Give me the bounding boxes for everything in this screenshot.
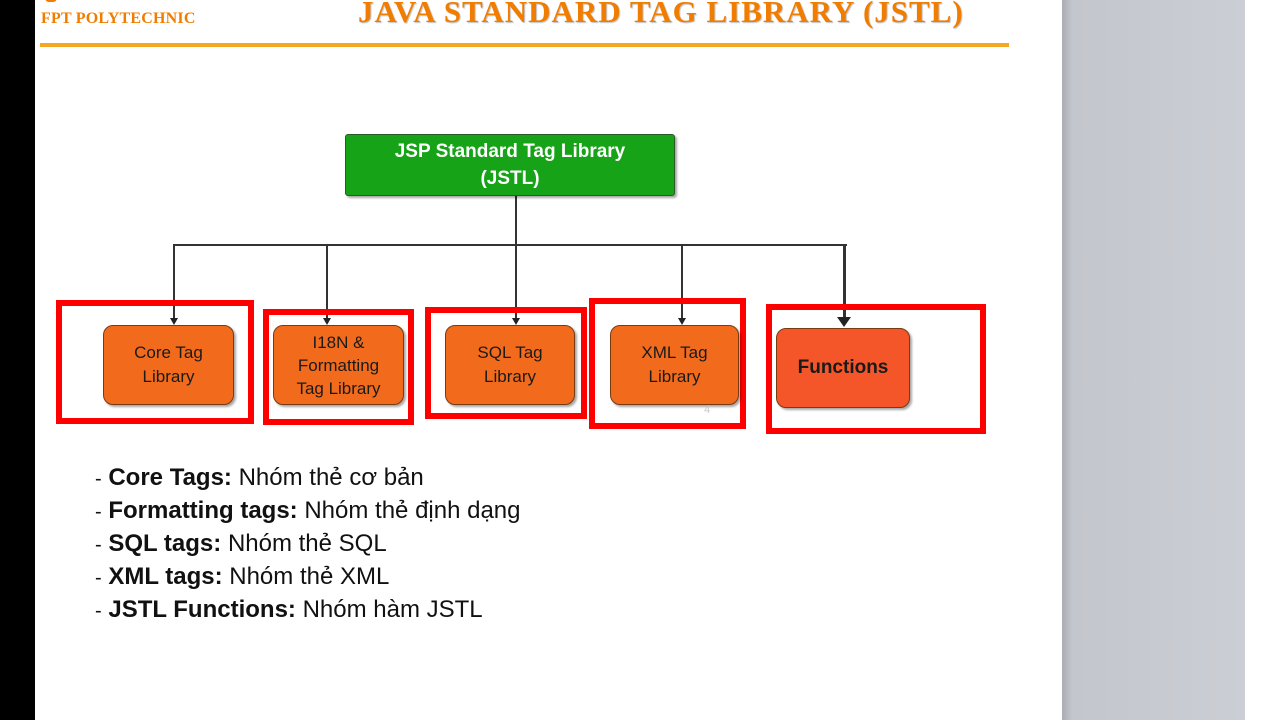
node-label: Core Tag xyxy=(134,343,203,362)
list-item: - Formatting tags: Nhóm thẻ định dạng xyxy=(95,495,521,528)
bullet-dash: - xyxy=(95,567,102,589)
node-label: I18N & xyxy=(312,332,365,352)
node-label: Library xyxy=(648,367,701,386)
branch-line-xml xyxy=(681,244,683,318)
bullet-description: Nhóm thẻ SQL xyxy=(227,530,387,557)
bullet-description: Nhóm thẻ XML xyxy=(229,563,390,590)
node-label: Library xyxy=(142,367,195,386)
core-tag-library-node: Core Tag Library xyxy=(103,325,234,405)
branch-line-sql xyxy=(515,244,517,318)
list-item: - JSTL Functions: Nhóm hàm JSTL xyxy=(95,594,521,627)
bullet-description: Nhóm thẻ cơ bản xyxy=(238,464,424,491)
i18n-formatting-library-node: I18N & Formatting Tag Library xyxy=(273,325,404,405)
viewer-side-panel xyxy=(1062,0,1245,720)
bullet-description: Nhóm thẻ định dạng xyxy=(304,497,521,524)
highlight-frame-functions xyxy=(766,304,986,434)
bullet-description: Nhóm hàm JSTL xyxy=(302,596,483,623)
node-label: Formatting xyxy=(297,355,380,375)
brand-name: FPT POLYTECHNIC xyxy=(41,10,196,27)
bullet-dash: - xyxy=(95,534,102,556)
header-divider xyxy=(40,43,1009,47)
functions-node: Functions xyxy=(776,328,910,408)
list-item: - XML tags: Nhóm thẻ XML xyxy=(95,561,521,594)
fpt-logo-icon xyxy=(45,0,57,2)
bullet-dash: - xyxy=(95,501,102,523)
arrow-down-icon xyxy=(678,318,686,325)
slide-title: JAVA STANDARD TAG LIBRARY (JSTL) xyxy=(358,0,964,29)
page-number: 4 xyxy=(704,404,711,416)
bullet-term: Formatting tags: xyxy=(108,497,298,524)
sql-tag-library-node: SQL Tag Library xyxy=(445,325,575,405)
node-label: Tag Library xyxy=(296,378,381,398)
highlight-frame-core xyxy=(56,300,254,424)
viewer-right-edge xyxy=(1245,0,1280,720)
node-label: SQL Tag xyxy=(477,343,543,362)
bullet-term: JSTL Functions: xyxy=(108,596,296,623)
bullet-term: Core Tags: xyxy=(108,464,232,491)
root-label-line2: (JSTL) xyxy=(480,168,540,189)
list-item: - Core Tags: Nhóm thẻ cơ bản xyxy=(95,462,521,495)
node-label: Functions xyxy=(797,357,889,378)
highlight-frame-sql xyxy=(425,307,587,419)
bullet-dash: - xyxy=(95,468,102,490)
highlight-frame-xml xyxy=(589,298,746,429)
branch-line-i18n xyxy=(326,244,328,318)
root-label-line1: JSP Standard Tag Library xyxy=(394,141,626,162)
list-item: - SQL tags: Nhóm thẻ SQL xyxy=(95,528,521,561)
branch-line-functions xyxy=(843,244,846,318)
bullet-term: XML tags: xyxy=(108,563,223,590)
branch-bar xyxy=(173,244,847,246)
root-connector xyxy=(515,196,517,246)
xml-tag-library-node: XML Tag Library xyxy=(610,325,739,405)
arrow-down-icon xyxy=(837,317,851,327)
jstl-root-node: JSP Standard Tag Library (JSTL) xyxy=(345,134,675,196)
node-label: XML Tag xyxy=(641,343,708,362)
bullet-list: - Core Tags: Nhóm thẻ cơ bản - Formattin… xyxy=(95,462,521,627)
arrow-down-icon xyxy=(170,318,178,325)
node-label: Library xyxy=(484,367,536,386)
arrow-down-icon xyxy=(512,318,520,325)
highlight-frame-i18n xyxy=(263,309,414,425)
branch-line-core xyxy=(173,244,175,318)
bullet-dash: - xyxy=(95,600,102,622)
bullet-term: SQL tags: xyxy=(108,530,222,557)
arrow-down-icon xyxy=(323,318,331,325)
